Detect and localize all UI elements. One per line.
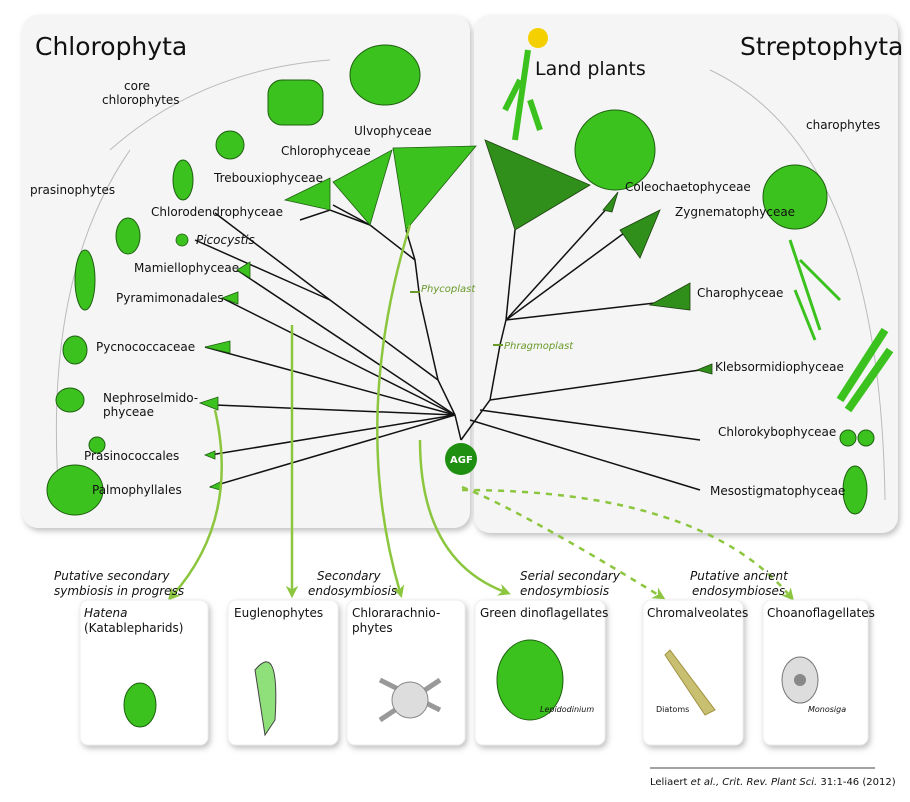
- clade-nephroselmido-2: phyceae: [103, 405, 154, 419]
- tree-branches: [194, 204, 701, 491]
- clade-mamiellophyceae: Mamiellophyceae: [134, 261, 239, 275]
- charophytes-label: charophytes: [806, 118, 880, 132]
- clade-triangles: [175, 145, 477, 491]
- event-4: Putative ancient: [690, 569, 789, 583]
- prasinophytes-label: prasinophytes: [30, 183, 115, 197]
- treboux-tri: [283, 177, 331, 211]
- box-dino-sub: Lepidodinium: [540, 705, 594, 714]
- event-4b: endosymbioses: [692, 584, 785, 598]
- clade-ulvophyceae: Ulvophyceae: [354, 124, 432, 138]
- clade-zygnematophyceae: Zygnematophyceae: [675, 205, 795, 219]
- clade-nephroselmido: Nephroselmido-: [103, 391, 198, 405]
- citation: Leliaert et al., Crit. Rev. Plant Sci. 3…: [650, 777, 896, 788]
- clade-coleochaetophyceae: Coleochaetophyceae: [625, 180, 751, 194]
- charophyte-arc: [709, 69, 886, 501]
- box-diatoms: Diatoms: [656, 705, 689, 714]
- core-arc: [109, 59, 331, 151]
- clade-chlorokybophyceae: Chlorokybophyceae: [718, 425, 836, 439]
- clade-chlorophyceae: Chlorophyceae: [281, 144, 371, 158]
- box-green-dinoflagellates: Green dinoflagellates: [480, 606, 608, 620]
- chlorophyta-title: Chlorophyta: [35, 32, 187, 61]
- clade-charophyceae: Charophyceae: [697, 286, 783, 300]
- box-chlorarachnio: Chlorarachnio-: [352, 606, 440, 620]
- phycoplast-label: Phycoplast: [421, 284, 476, 295]
- core-label-2: chlorophytes: [102, 93, 180, 107]
- event-1: Putative secondary: [54, 569, 170, 583]
- core-label: core: [124, 79, 150, 93]
- agf-node: [445, 443, 477, 475]
- clade-pyramimonadales: Pyramimonadales: [116, 291, 224, 305]
- clade-prasinococcales: Prasinococcales: [84, 449, 179, 463]
- box-euglenophytes: Euglenophytes: [234, 606, 323, 620]
- box-hatena-sub: (Katablepharids): [84, 621, 183, 635]
- clade-trebouxiophyceae: Trebouxiophyceae: [213, 171, 323, 185]
- box-monosiga: Monosiga: [808, 705, 846, 714]
- landplant-tri: [484, 139, 591, 231]
- event-2: Secondary: [317, 569, 381, 583]
- mamiello-tri: [236, 261, 251, 279]
- event-1b: symbiosis in progress: [54, 584, 184, 598]
- event-3: Serial secondary: [520, 569, 621, 583]
- clade-mesostigmatophyceae: Mesostigmatophyceae: [710, 484, 845, 498]
- prasino-arc: [55, 149, 131, 511]
- agf-label: AGF: [450, 455, 473, 466]
- strepto-triangles: [484, 139, 713, 375]
- box-illustrations: [123, 639, 819, 737]
- clade-chlorodendrophyceae: Chlorodendrophyceae: [151, 205, 283, 219]
- streptophyta-title: Streptophyta: [740, 32, 903, 61]
- phragmoplast-label: Phragmoplast: [504, 341, 574, 352]
- chloro-tri: [332, 149, 393, 226]
- picocystis-cell: [175, 233, 189, 247]
- ulvo-tri: [392, 145, 477, 231]
- event-2b: endosymbiosis: [308, 584, 397, 598]
- endosymbiosis-arrows: [167, 224, 795, 601]
- organism-illustrations: [46, 28, 894, 516]
- streptophyta-panel: [474, 15, 898, 533]
- clade-picocystis: Picocystis: [196, 233, 255, 247]
- clade-pycnococcaceae: Pycnococcaceae: [96, 340, 195, 354]
- box-hatena-title: Hatena: [84, 606, 127, 620]
- box-chromalveolates: Chromalveolates: [647, 606, 748, 620]
- event-3b: endosymbiosis: [520, 584, 609, 598]
- box-choanoflagellates: Choanoflagellates: [767, 606, 875, 620]
- clade-palmophyllales: Palmophyllales: [92, 483, 182, 497]
- clade-klebsormidiophyceae: Klebsormidiophyceae: [715, 360, 844, 374]
- box-chlorarachnio-2: phytes: [352, 621, 393, 635]
- land-plants-label: Land plants: [535, 58, 646, 80]
